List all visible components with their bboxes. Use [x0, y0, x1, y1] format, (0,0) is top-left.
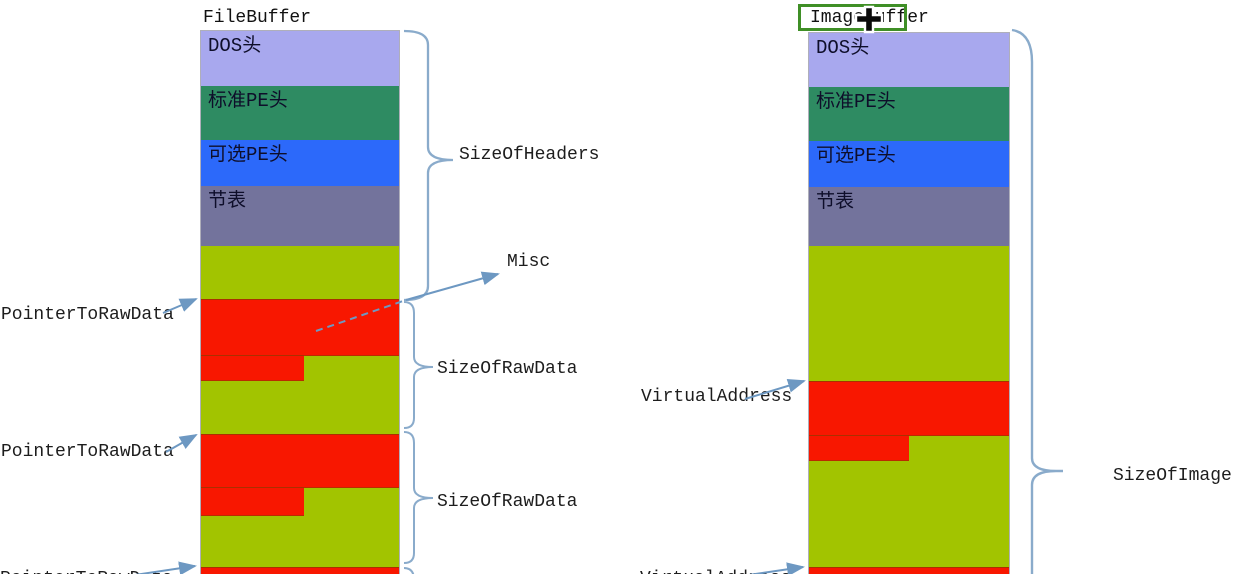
file-buffer-column[interactable]: DOS头 标准PE头 可选PE头 节表: [200, 30, 400, 574]
clipped-brace: [403, 567, 415, 574]
file-dos-header-block[interactable]: DOS头: [201, 31, 399, 86]
file-buffer-title[interactable]: FileBuffer: [203, 8, 312, 28]
image-section-data-1-step[interactable]: [809, 435, 909, 461]
optional-pe-header-label: 可选PE头: [816, 145, 896, 167]
file-raw-data-2-step[interactable]: [201, 487, 304, 516]
image-buffer-column[interactable]: DOS头 标准PE头 可选PE头 节表: [808, 32, 1010, 574]
file-raw-data-1-step[interactable]: [201, 355, 304, 381]
image-optional-pe-header-block[interactable]: 可选PE头: [809, 141, 1009, 187]
size-of-raw-data-brace-top: [403, 301, 434, 429]
image-standard-pe-header-block[interactable]: 标准PE头: [809, 87, 1009, 141]
size-of-headers-label: SizeOfHeaders: [459, 145, 600, 165]
dos-header-label: DOS头: [208, 35, 262, 57]
file-raw-data-2[interactable]: [201, 434, 399, 488]
file-raw-data-1[interactable]: [201, 299, 399, 356]
virtual-address-label: VirtualAddress: [641, 387, 793, 407]
standard-pe-header-label: 标准PE头: [208, 90, 288, 112]
file-optional-pe-header-block[interactable]: 可选PE头: [201, 140, 399, 186]
pointer-to-raw-data-label-bottom: PointerToRawData: [1, 442, 174, 462]
size-of-image-label: SizeOfImage: [1113, 466, 1232, 486]
optional-pe-header-label: 可选PE头: [208, 144, 288, 166]
image-section-data-1[interactable]: [809, 381, 1009, 436]
section-table-label: 节表: [816, 191, 855, 213]
dos-header-label: DOS头: [816, 37, 870, 59]
size-of-headers-brace: [403, 29, 454, 302]
image-section-table-block[interactable]: 节表: [809, 187, 1009, 246]
cross-cursor-icon: [854, 5, 884, 34]
file-sections-area[interactable]: [201, 246, 399, 574]
size-of-raw-data-label-bottom: SizeOfRawData: [437, 492, 578, 512]
misc-arrow: [405, 271, 500, 301]
selection-box: [798, 4, 907, 31]
section-table-label: 节表: [208, 190, 247, 212]
misc-label: Misc: [507, 252, 551, 272]
pointer-to-raw-data-label-top: PointerToRawData: [1, 305, 174, 325]
file-standard-pe-header-block[interactable]: 标准PE头: [201, 86, 399, 140]
size-of-image-brace: [1011, 28, 1063, 574]
file-raw-data-3-clipped[interactable]: [201, 567, 399, 574]
image-dos-header-block[interactable]: DOS头: [809, 33, 1009, 87]
file-section-table-block[interactable]: 节表: [201, 186, 399, 246]
size-of-raw-data-brace-bottom: [403, 431, 434, 564]
pointer-to-raw-data-label-clipped: PointerToRawData: [0, 569, 173, 574]
standard-pe-header-label: 标准PE头: [816, 91, 896, 113]
size-of-raw-data-label-top: SizeOfRawData: [437, 359, 578, 379]
virtual-address-label-clipped: VirtualAddress: [640, 569, 791, 574]
image-section-data-2-clipped[interactable]: [809, 567, 1009, 574]
